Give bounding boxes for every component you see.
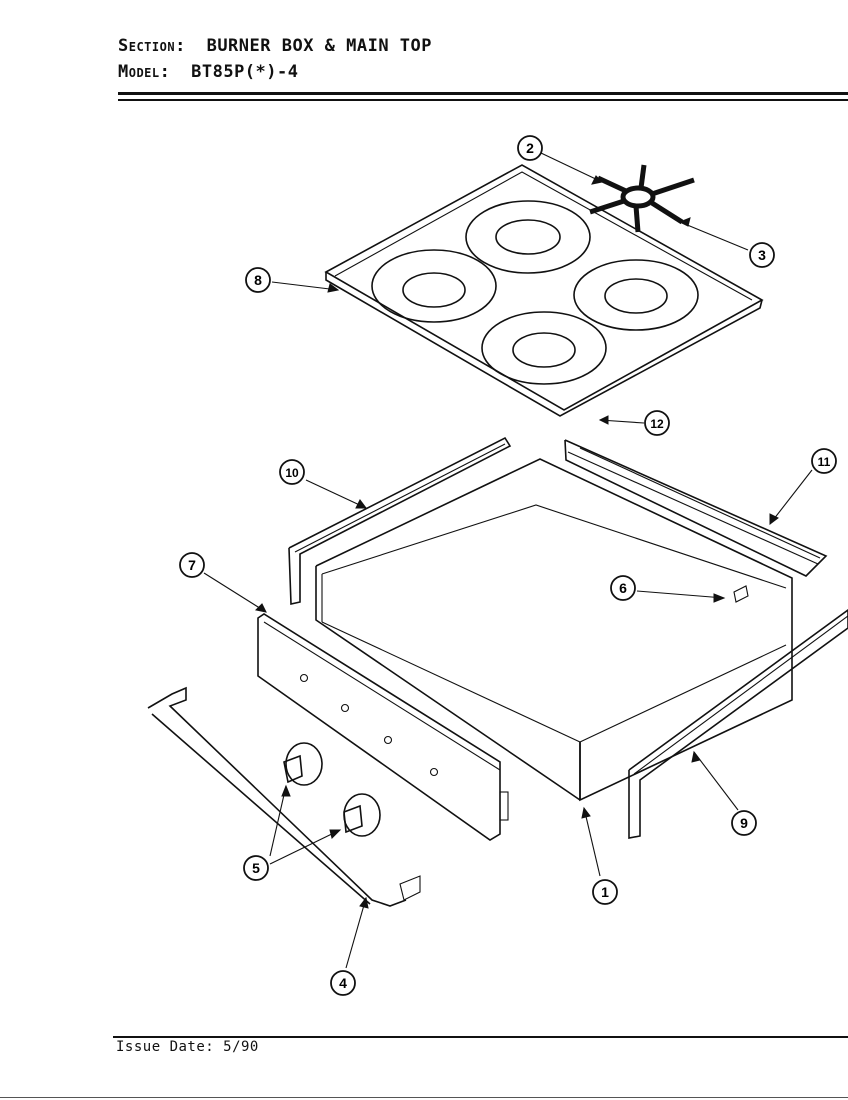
callout-10-number: 10: [285, 466, 299, 480]
header-rule-thick: [118, 92, 848, 95]
model-number: BT85P(*)-4: [191, 62, 299, 82]
callout-11-number: 11: [818, 455, 831, 469]
callout-8-number: 8: [254, 272, 262, 288]
callout-1-number: 1: [601, 884, 609, 900]
burner-knob-lower: [343, 793, 381, 837]
leader-lines: [203, 152, 813, 969]
section-label: Section:: [118, 36, 186, 56]
callout-5-number: 5: [252, 860, 260, 876]
callout-10: 10: [279, 459, 305, 485]
page-bottom-rule: [0, 1097, 848, 1098]
model-heading: Model: BT85P(*)-4: [118, 62, 298, 82]
section-heading: Section: BURNER BOX & MAIN TOP: [118, 36, 432, 56]
burner-box: [315, 458, 793, 802]
callout-3: 3: [749, 242, 775, 268]
callout-9-number: 9: [740, 815, 748, 831]
header-rule-thin: [118, 99, 848, 101]
issue-date: Issue Date: 5/90: [116, 1039, 259, 1055]
callout-9: 9: [731, 810, 757, 836]
burner-knob-upper: [283, 742, 323, 786]
callout-4: 4: [330, 970, 356, 996]
callout-2-number: 2: [526, 140, 534, 156]
callout-2: 2: [517, 135, 543, 161]
callout-12: 12: [644, 410, 670, 436]
callout-12-number: 12: [650, 417, 664, 431]
callout-1: 1: [592, 879, 618, 905]
model-label: Model:: [118, 62, 171, 82]
callout-8: 8: [245, 267, 271, 293]
callout-6: 6: [610, 575, 636, 601]
callout-4-number: 4: [339, 975, 347, 991]
main-top-panel: [324, 164, 764, 417]
callout-7: 7: [179, 552, 205, 578]
callout-5: 5: [243, 855, 269, 881]
callout-3-number: 3: [758, 247, 766, 263]
right-side-trim: [628, 609, 848, 839]
callout-7-number: 7: [188, 557, 196, 573]
manifold-panel: [257, 613, 509, 841]
rear-trim: [564, 439, 828, 577]
callout-6-number: 6: [619, 580, 627, 596]
burner-grate: [589, 164, 695, 233]
support-rod: [147, 686, 421, 907]
footer-rule: [113, 1036, 848, 1038]
callout-11: 11: [811, 448, 837, 474]
left-side-trim: [288, 436, 512, 605]
box-clip: [733, 585, 749, 603]
section-title: BURNER BOX & MAIN TOP: [206, 36, 433, 56]
